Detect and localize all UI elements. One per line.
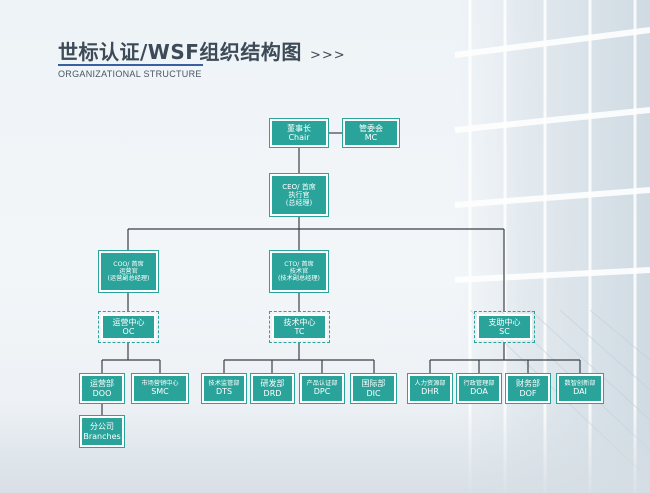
- node-tc-en: TC: [294, 327, 305, 336]
- node-sc: 支助中心 SC: [474, 311, 535, 343]
- node-dpc: 产品认证部 DPC: [299, 373, 345, 404]
- node-doo-en: DOO: [92, 388, 112, 398]
- node-mc-en: MC: [364, 133, 378, 142]
- node-coo-line3: (运营副总经理): [107, 275, 150, 283]
- node-cto-line1: CTO/ 首席: [284, 260, 314, 268]
- node-branches: 分公司 Branches: [79, 415, 125, 448]
- node-drd-en: DRD: [263, 388, 282, 398]
- node-dic-cn: 国际部: [361, 379, 386, 389]
- node-sc-cn: 支助中心: [488, 317, 521, 327]
- node-cto-line2: 技术官: [289, 267, 309, 275]
- node-branches-en: Branches: [83, 431, 121, 441]
- node-dts-cn: 技术监管部: [208, 380, 240, 388]
- node-smc-en: SMC: [151, 387, 169, 397]
- node-branches-cn: 分公司: [90, 422, 114, 432]
- node-tc-cn: 技术中心: [283, 317, 316, 327]
- node-chair-cn: 董事长: [287, 123, 311, 133]
- header: 世标认证/WSF组织结构图 >>> ORGANIZATIONAL STRUCTU…: [58, 36, 346, 79]
- node-drd-cn: 研发部: [260, 379, 285, 389]
- node-cto-line3: (技术副总经理): [278, 275, 320, 283]
- title-arrows: >>>: [309, 48, 346, 63]
- node-doa-en: DOA: [470, 387, 488, 397]
- node-doa-cn: 行政管理部: [463, 380, 495, 388]
- node-oc: 运营中心 OC: [98, 311, 159, 343]
- node-ceo: CEO/ 首席 执行官 (总经理): [269, 173, 329, 217]
- node-doo: 运营部 DOO: [79, 373, 125, 404]
- node-dai-cn: 数智创新部: [564, 380, 596, 388]
- node-dof-cn: 财务部: [516, 379, 540, 389]
- node-chair-en: Chair: [288, 133, 310, 142]
- node-dpc-cn: 产品认证部: [306, 380, 338, 388]
- node-ceo-line2: 执行官: [288, 190, 310, 199]
- node-dof-en: DOF: [519, 388, 537, 398]
- node-doa: 行政管理部 DOA: [456, 373, 502, 404]
- node-dhr: 人力资源部 DHR: [407, 373, 453, 404]
- page-subtitle: ORGANIZATIONAL STRUCTURE: [58, 69, 202, 79]
- node-dai-en: DAI: [573, 387, 587, 397]
- node-dic: 国际部 DIC: [350, 373, 397, 404]
- node-drd: 研发部 DRD: [250, 373, 295, 404]
- node-ceo-line3: (总经理): [285, 199, 313, 208]
- node-mc-cn: 管委会: [359, 123, 383, 133]
- node-dic-en: DIC: [366, 388, 381, 398]
- node-doo-cn: 运营部: [90, 379, 114, 389]
- node-chair: 董事长 Chair: [269, 118, 329, 148]
- node-mc: 管委会 MC: [342, 118, 400, 148]
- node-coo-line1: COO/ 首席: [113, 260, 144, 268]
- node-oc-en: OC: [122, 327, 135, 336]
- node-sc-en: SC: [499, 327, 510, 336]
- node-dai: 数智创新部 DAI: [556, 373, 604, 404]
- node-dhr-en: DHR: [421, 387, 439, 397]
- node-coo: COO/ 首席 运营官 (运营副总经理): [98, 250, 159, 293]
- node-coo-line2: 运营官: [119, 267, 138, 275]
- node-ceo-line1: CEO/ 首席: [282, 182, 316, 191]
- node-smc-cn: 市场营销中心: [141, 380, 179, 388]
- node-cto: CTO/ 首席 技术官 (技术副总经理): [269, 250, 329, 293]
- node-oc-cn: 运营中心: [112, 317, 145, 327]
- page-title: 世标认证/WSF组织结构图: [58, 40, 302, 64]
- node-tc: 技术中心 TC: [269, 311, 330, 343]
- node-dts-en: DTS: [215, 387, 233, 397]
- node-dof: 财务部 DOF: [505, 373, 551, 404]
- node-dhr-cn: 人力资源部: [414, 380, 446, 388]
- node-smc: 市场营销中心 SMC: [131, 373, 189, 404]
- title-underline: [58, 64, 203, 66]
- node-dpc-en: DPC: [313, 387, 331, 397]
- node-dts: 技术监管部 DTS: [201, 373, 247, 404]
